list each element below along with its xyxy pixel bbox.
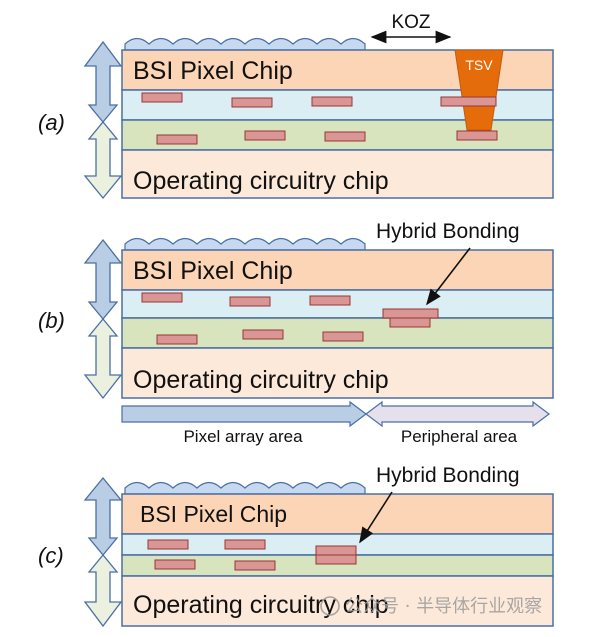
pixel-array-area-label: Pixel array area (183, 427, 303, 446)
top-chip-thickness-arrow (83, 476, 123, 557)
microlens-array (124, 481, 366, 495)
metal-pad (322, 331, 364, 342)
metal-pad (141, 92, 183, 103)
wechat-icon (320, 596, 340, 616)
metal-pad (234, 560, 276, 571)
koz-label: KOZ (391, 12, 430, 33)
metal-pad (229, 296, 271, 307)
metal-pad (156, 334, 198, 345)
bottom-chip-thickness-arrow (83, 317, 123, 400)
top-chip-label: BSI Pixel Chip (133, 257, 293, 285)
metal-pad (224, 539, 266, 550)
bottom-chip-label: Operating circuitry chip (133, 591, 389, 619)
hybrid-bonding-pointer (359, 491, 393, 544)
metal-pad (156, 134, 198, 145)
panel-label: (a) (38, 110, 65, 135)
metal-pad (147, 539, 189, 550)
tsv-pad (456, 130, 498, 141)
metal-pad (324, 131, 366, 142)
watermark: 公众号 · 半导体行业观察 (320, 596, 542, 617)
pixel-array-area-arrow (121, 400, 367, 428)
hybrid-bonding-pointer (426, 247, 471, 306)
operating-circuitry-chip-layer (121, 149, 554, 199)
metal-pad (311, 96, 353, 107)
bottom-chip-label: Operating circuitry chip (133, 167, 389, 195)
top-chip-thickness-arrow (83, 40, 123, 124)
watermark-text: 公众号 · 半导体行业观察 (345, 596, 542, 617)
panel-c: Hybrid Bonding BSI Pixel Chip Operating … (38, 464, 554, 628)
metal-pad (244, 130, 286, 141)
hybrid-bonding-pad (315, 545, 357, 556)
metal-pad (231, 97, 273, 108)
metal-pad (309, 295, 351, 306)
panel-a: TSV KOZ BSI Pixel Chip Operating circuit… (38, 12, 554, 200)
top-chip-label: BSI Pixel Chip (140, 501, 287, 527)
tsv-label: TSV (465, 57, 493, 73)
peripheral-area-arrow (365, 400, 550, 428)
hybrid-bonding-pad (382, 308, 439, 319)
hybrid-bonding-label: Hybrid Bonding (376, 464, 520, 487)
metal-pad (141, 292, 183, 303)
hybrid-bonding-pad (315, 554, 357, 565)
bsi-pixel-chip-layer (121, 249, 554, 291)
microlens-array (124, 237, 366, 251)
bottom-chip-label: Operating circuitry chip (133, 366, 389, 394)
hybrid-bonding-label: Hybrid Bonding (376, 220, 520, 243)
bottom-chip-thickness-arrow (83, 553, 123, 628)
bsi-pixel-chip-layer (121, 493, 554, 535)
metal-pad (242, 329, 284, 340)
tsv-pad (440, 96, 497, 107)
top-chip-thickness-arrow (83, 238, 123, 321)
panel-label: (c) (38, 543, 64, 568)
panel-label: (b) (38, 308, 65, 333)
hybrid-bonding-pad (389, 317, 431, 328)
panel-b: Hybrid Bonding BSI Pixel Chip Operating … (38, 220, 554, 446)
bottom-chip-thickness-arrow (83, 120, 123, 200)
microlens-array (124, 37, 366, 51)
metal-pad (154, 559, 196, 570)
peripheral-area-label: Peripheral area (401, 427, 518, 446)
top-chip-label: BSI Pixel Chip (133, 57, 293, 85)
operating-circuitry-chip-layer (121, 347, 554, 399)
